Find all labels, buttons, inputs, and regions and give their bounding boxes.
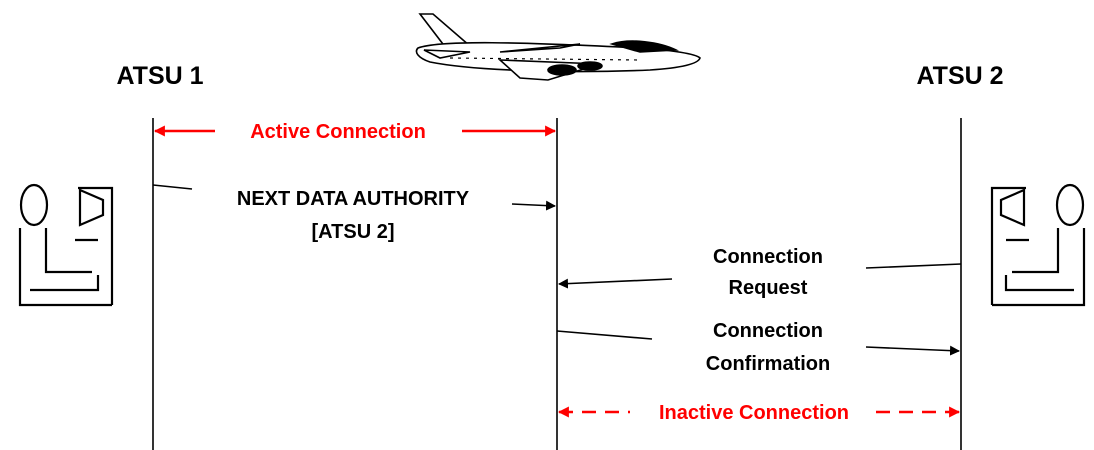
atsu1-label: ATSU 1 (116, 62, 203, 90)
confirmation-message-line2: Confirmation (706, 353, 830, 375)
request-message-line (865, 263, 962, 269)
active-connection-label: Active Connection (250, 121, 426, 143)
request-message-line2: Request (729, 277, 808, 299)
nda-message-line (152, 184, 193, 190)
request-message-line1: Connection (713, 246, 823, 268)
controller-icon-left (18, 183, 114, 307)
nda-message-arrow (511, 200, 556, 211)
confirmation-message-line (556, 330, 653, 340)
inactive-connection-label: Inactive Connection (659, 402, 849, 424)
confirmation-message-arrow (865, 345, 960, 356)
confirmation-message-line1: Connection (713, 320, 823, 342)
nda-message-line1: NEXT DATA AUTHORITY (237, 188, 470, 210)
nda-message-line2: [ATSU 2] (312, 221, 395, 243)
controller-icon-right (990, 183, 1086, 307)
atsu2-label: ATSU 2 (916, 62, 1003, 90)
request-message-arrow (558, 278, 673, 289)
aircraft-icon (415, 13, 701, 81)
